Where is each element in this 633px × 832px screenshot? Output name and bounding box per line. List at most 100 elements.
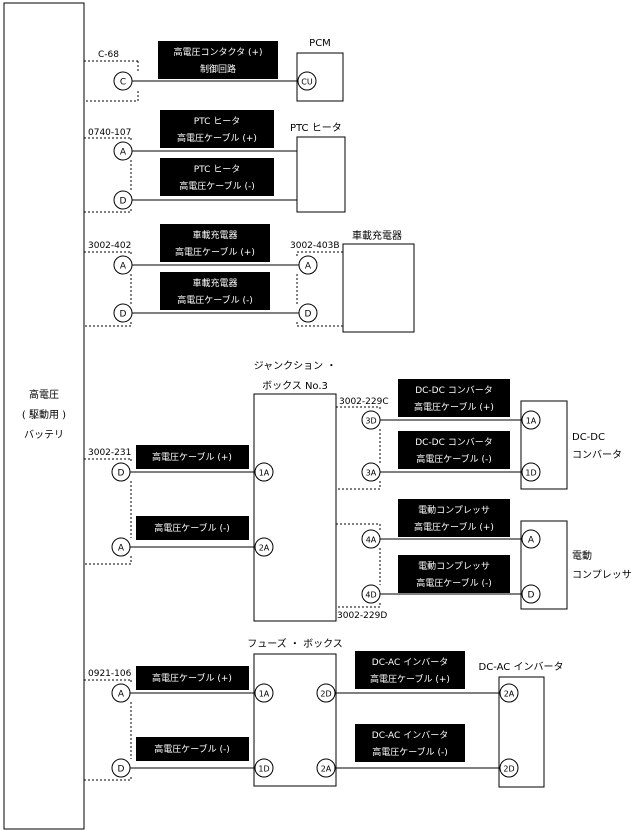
comp-plus-label-box bbox=[398, 499, 510, 537]
fuse-box-title: フューズ ・ ボックス bbox=[247, 637, 343, 650]
connector-0740-107-label: 0740-107 bbox=[88, 128, 131, 138]
connector-0921-106-label: 0921-106 bbox=[88, 669, 132, 679]
dcdc-minus-label-line2: 高電圧ケーブル (-) bbox=[416, 453, 492, 465]
ptc-title: PTC ヒータ bbox=[290, 122, 342, 134]
jb-pin-4a-label: 4A bbox=[366, 536, 377, 545]
dcac-pin-2d-circle bbox=[499, 758, 519, 778]
chg-plus-label-box bbox=[160, 224, 270, 262]
dcdc-plus-label-line2: 高電圧ケーブル (+) bbox=[414, 401, 494, 413]
pin-c-label: C bbox=[120, 78, 126, 88]
chg-minus-label-line1: 車載充電器 bbox=[192, 277, 237, 289]
dcac-minus-label-line2: 高電圧ケーブル (-) bbox=[372, 746, 448, 758]
battery-label-line1: 高電圧 bbox=[29, 388, 59, 401]
pin-cu-label: CU bbox=[301, 78, 313, 87]
dcac-title: DC-AC インバータ bbox=[479, 661, 564, 673]
ptc-pin-d-label: D bbox=[120, 197, 127, 207]
pcm-title: PCM bbox=[309, 38, 331, 49]
dcdc-plus-label-box bbox=[398, 379, 510, 417]
ptc-box bbox=[296, 136, 346, 213]
comp-minus-label-line1: 電動コンプレッサ bbox=[418, 561, 490, 572]
dcdc-pin-1a-circle bbox=[521, 410, 541, 430]
jb-minus-label-box bbox=[136, 516, 249, 540]
dcdc-minus-label-box bbox=[398, 431, 510, 469]
ptc-pin-a-label: A bbox=[120, 148, 127, 158]
jb-in-pin-2a-circle bbox=[254, 537, 274, 557]
fuse-out-pin-2a-label: 2A bbox=[321, 765, 332, 774]
charger-box bbox=[342, 243, 415, 333]
contactor-label-line2: 制御回路 bbox=[200, 63, 236, 75]
junction-title-line2: ボックス No.3 bbox=[262, 380, 328, 392]
jb-in-pin-2a-label: 2A bbox=[259, 544, 270, 553]
jb-plus-label-box bbox=[136, 445, 249, 469]
jb-pin-a-label: A bbox=[118, 544, 125, 554]
comp-minus-label-box bbox=[398, 555, 510, 593]
jb-pin-d-label: D bbox=[118, 469, 125, 479]
connector-3002-402-label: 3002-402 bbox=[88, 241, 131, 251]
junction-box bbox=[253, 393, 337, 622]
ptc-minus-label-line2: 高電圧ケーブル (-) bbox=[179, 180, 255, 192]
chg-dest-pin-a-circle bbox=[298, 255, 318, 275]
comp-plus-label-line2: 高電圧ケーブル (+) bbox=[414, 521, 494, 533]
ptc-plus-label-box bbox=[160, 110, 274, 148]
pcm-box bbox=[296, 52, 344, 102]
comp-pin-a-label: A bbox=[528, 536, 535, 546]
dcdc-pin-1a-label: 1A bbox=[526, 417, 537, 426]
compressor-title-line1: 電動 bbox=[572, 549, 592, 562]
battery-label-line2: ( 駆動用 ) bbox=[22, 408, 66, 421]
battery-label-line3: バッテリ bbox=[24, 429, 64, 441]
dcac-pin-2a-label: 2A bbox=[504, 690, 515, 699]
chg-minus-label-line2: 高電圧ケーブル (-) bbox=[177, 294, 253, 306]
connector-3002-229d-outline bbox=[336, 523, 381, 608]
chg-minus-label-box bbox=[160, 272, 270, 310]
chg-plus-label-line2: 高電圧ケーブル (+) bbox=[175, 246, 255, 258]
contactor-label-box bbox=[158, 41, 278, 79]
dcdc-pin-1d-label: 1D bbox=[525, 469, 536, 478]
fuse-out-pin-2d-label: 2D bbox=[320, 690, 331, 699]
fuse-in-pin-1d-label: 1D bbox=[258, 765, 269, 774]
jb-minus-label: 高電圧ケーブル (-) bbox=[154, 522, 230, 534]
jb-in-pin-1a-label: 1A bbox=[259, 469, 270, 478]
dcdc-title-line1: DC-DC bbox=[572, 432, 605, 443]
fuse-in-pin-1d-circle bbox=[254, 758, 274, 778]
fuse-pin-a-label: A bbox=[118, 690, 125, 700]
dcac-pin-2d-label: 2D bbox=[503, 765, 514, 774]
chg-dest-pin-a-label: A bbox=[305, 262, 312, 272]
connector-0740-107-outline bbox=[84, 137, 132, 213]
connector-3002-229c-outline bbox=[336, 406, 381, 490]
connector-3002-402-outline bbox=[84, 251, 132, 327]
fuse-minus-label: 高電圧ケーブル (-) bbox=[154, 743, 230, 755]
dcdc-title-line2: コンバータ bbox=[572, 449, 622, 461]
dcdc-plus-label-line1: DC-DC コンバータ bbox=[415, 385, 493, 396]
dcdc-minus-label-line1: DC-DC コンバータ bbox=[415, 437, 493, 448]
fuse-in-pin-1a-label: 1A bbox=[259, 690, 270, 699]
chg-dest-pin-d-label: D bbox=[305, 310, 312, 320]
comp-pin-a-circle bbox=[521, 529, 541, 549]
comp-minus-label-line2: 高電圧ケーブル (-) bbox=[416, 577, 492, 589]
fuse-in-pin-1a-circle bbox=[254, 683, 274, 703]
chg-dest-pin-d-circle bbox=[298, 303, 318, 323]
battery-box bbox=[3, 2, 85, 830]
connector-3002-403b-outline bbox=[296, 251, 343, 327]
connector-c68-outline bbox=[84, 60, 139, 102]
dcdc-pin-1d-circle bbox=[521, 462, 541, 482]
ptc-minus-label-box bbox=[160, 158, 274, 196]
jb-pin-3a-label: 3A bbox=[366, 469, 377, 478]
fuse-minus-label-box bbox=[136, 737, 249, 761]
dcac-pin-2a-circle bbox=[499, 683, 519, 703]
contactor-label-line1: 高電圧コンタクタ (+) bbox=[173, 46, 262, 58]
ptc-plus-label-line2: 高電圧ケーブル (+) bbox=[177, 132, 257, 144]
fuse-pin-d-label: D bbox=[118, 765, 125, 775]
ptc-minus-label-line1: PTC ヒータ bbox=[194, 164, 241, 175]
connector-3002-229d-label: 3002-229D bbox=[337, 611, 387, 621]
comp-plus-label-line1: 電動コンプレッサ bbox=[418, 505, 490, 516]
connector-3002-403b-label: 3002-403B bbox=[290, 241, 340, 251]
connector-3002-231-label: 3002-231 bbox=[88, 448, 131, 458]
fuse-plus-label: 高電圧ケーブル (+) bbox=[152, 672, 232, 684]
dcac-plus-label-box bbox=[355, 651, 465, 689]
dcac-minus-label-line1: DC-AC インバータ bbox=[372, 730, 448, 741]
ptc-plus-label-line1: PTC ヒータ bbox=[194, 116, 241, 127]
junction-title-line1: ジャンクション ・ bbox=[254, 360, 337, 372]
comp-pin-d-circle bbox=[521, 584, 541, 604]
pin-cu-circle bbox=[297, 71, 317, 91]
